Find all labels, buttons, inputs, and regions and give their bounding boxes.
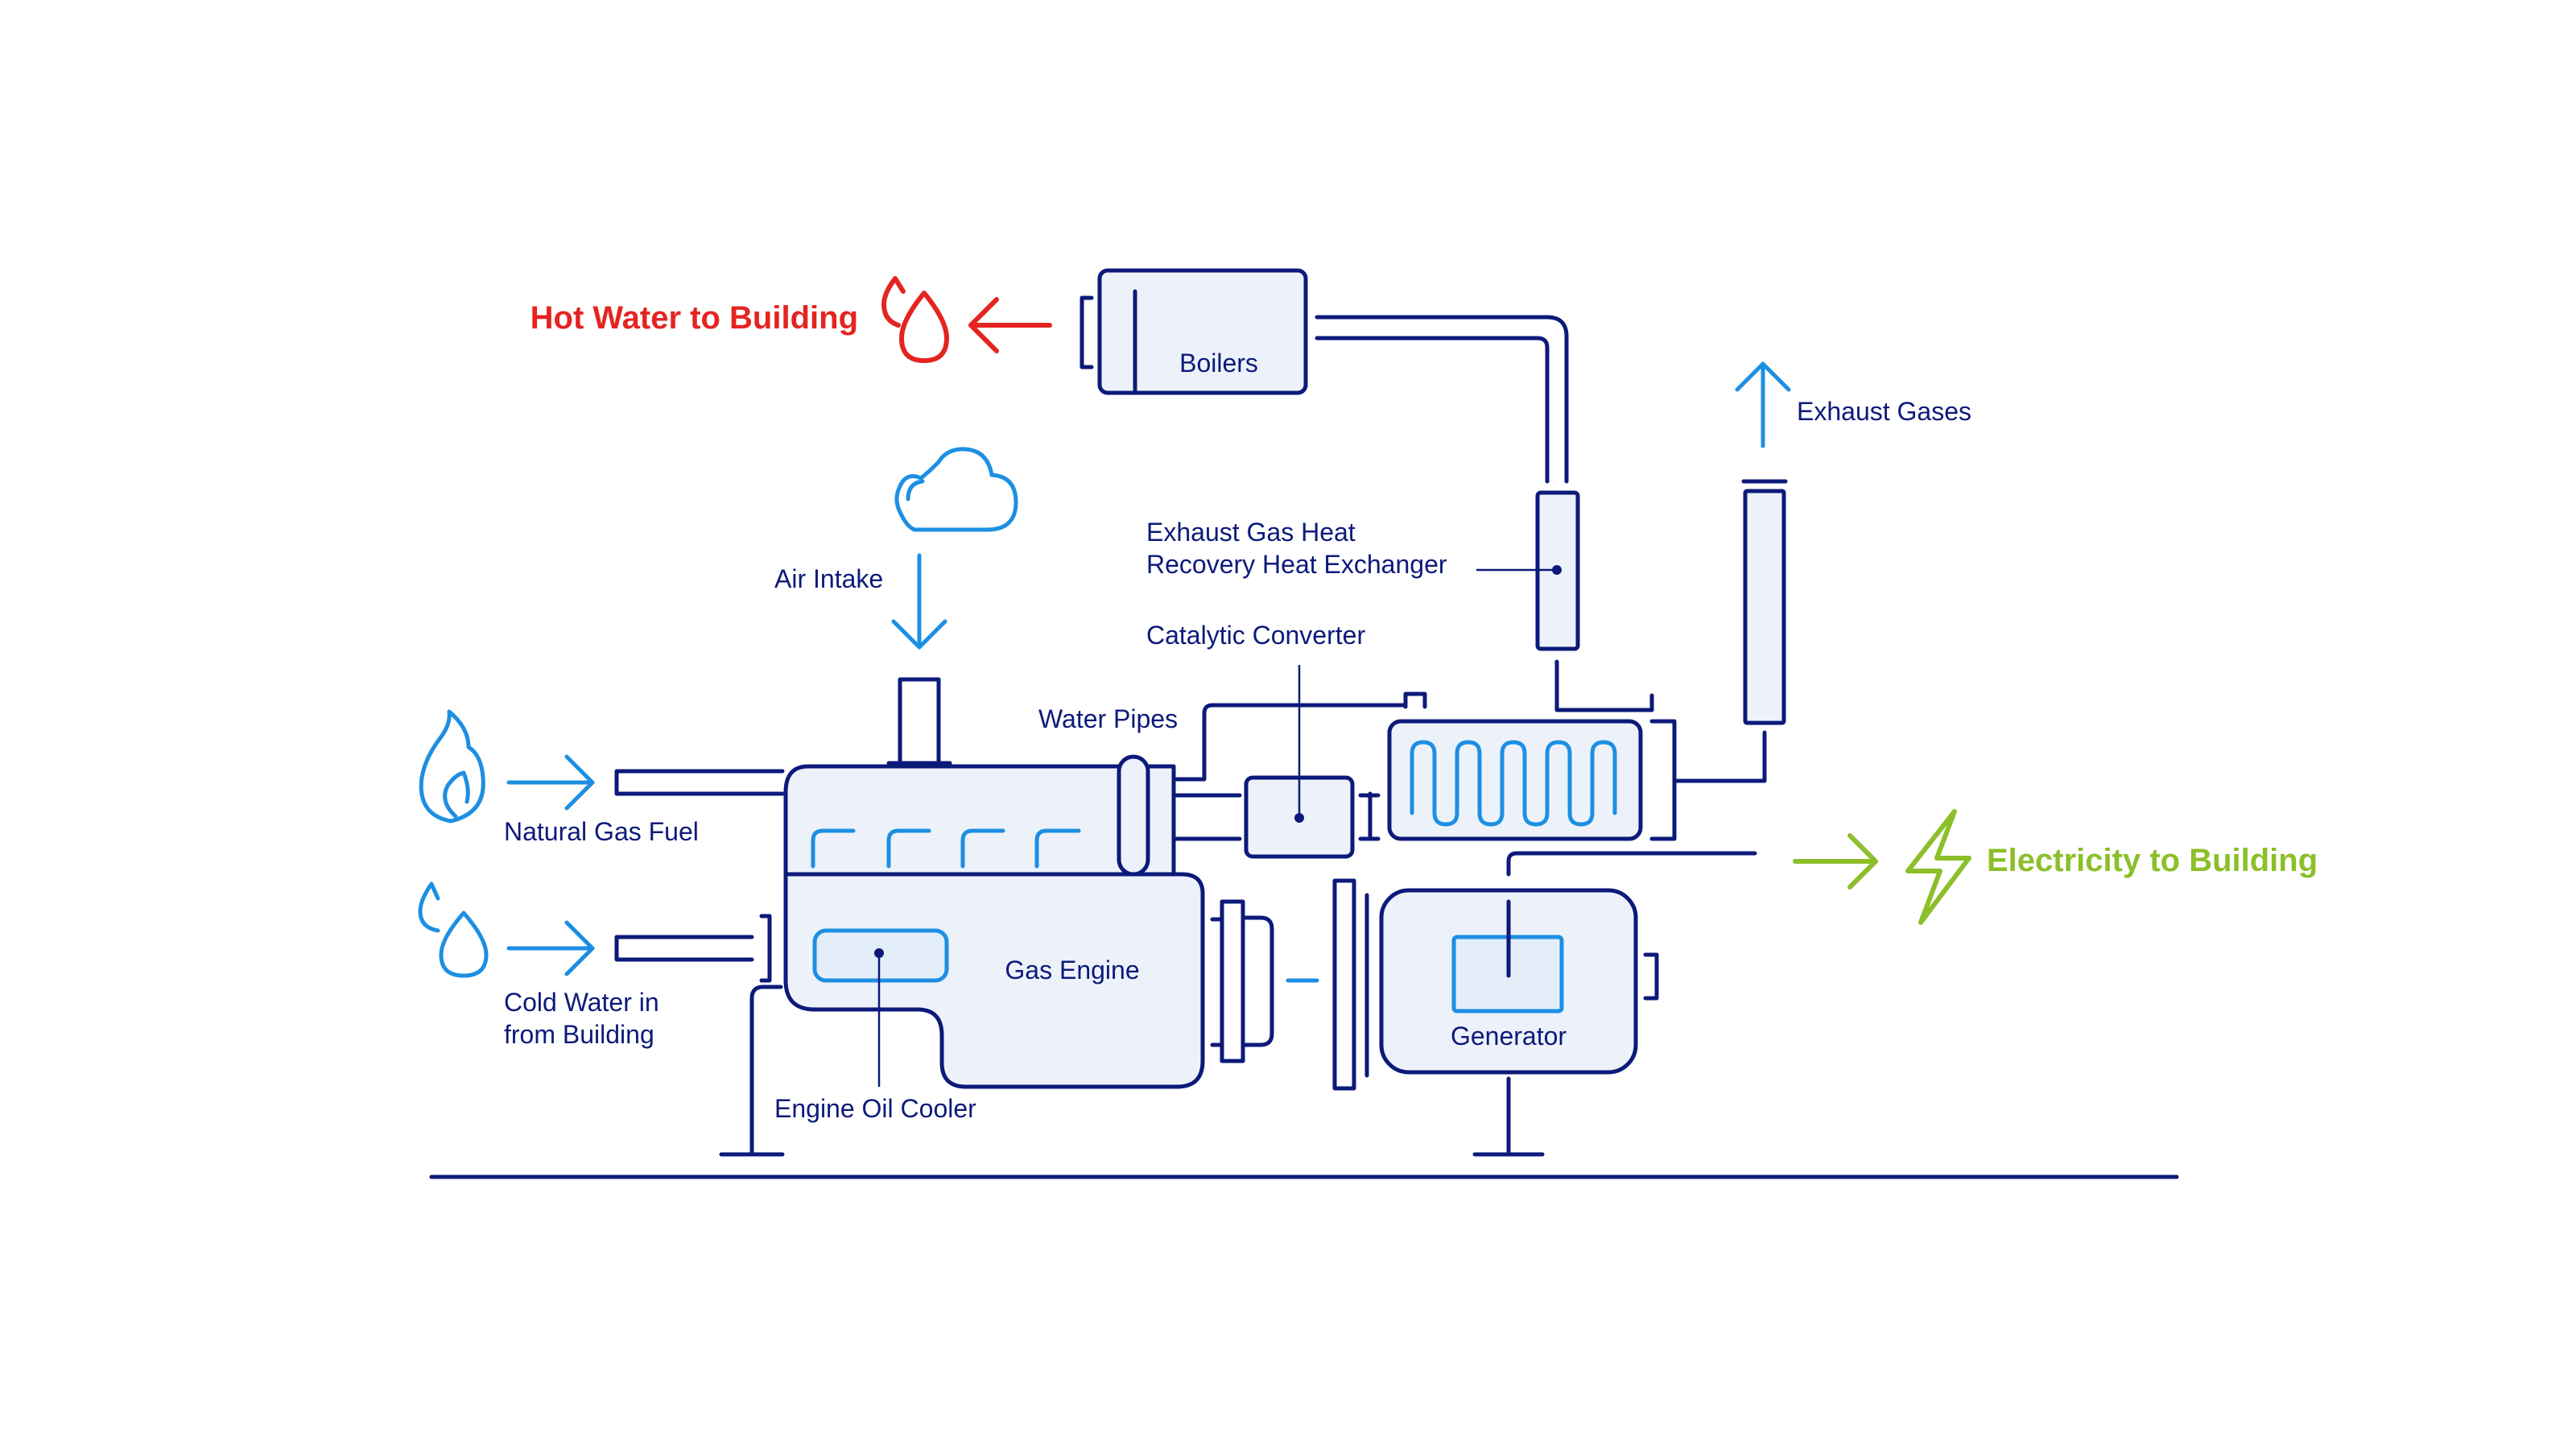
hx-return-pipe <box>1554 659 1654 712</box>
right-arrow-icon-green <box>1793 833 1878 890</box>
cold-water-pipe <box>614 914 785 1157</box>
lightning-bolt-icon <box>1905 809 1971 925</box>
boiler-pipe-inner <box>1315 336 1550 484</box>
engine-oil-cooler <box>812 928 949 1087</box>
boilers-label: Boilers <box>1179 349 1258 378</box>
catalytic-converter <box>1160 665 1381 859</box>
engine-oil-cooler-label: Engine Oil Cooler <box>774 1094 976 1123</box>
boilers: Boilers <box>1080 268 1308 395</box>
cloud-icon <box>894 447 1018 532</box>
catalytic-converter-label: Catalytic Converter <box>1146 621 1365 650</box>
cold-water-label-line1: Cold Water in <box>504 988 659 1017</box>
left-arrow-icon-red <box>968 297 1052 353</box>
air-intake-pipe <box>886 677 952 766</box>
exhaust-heat-exchanger <box>1476 490 1580 651</box>
cold-water-label-line2: from Building <box>504 1020 654 1049</box>
right-arrow-icon-2 <box>506 920 595 976</box>
water-pipes-label: Water Pipes <box>1038 704 1178 733</box>
gas-fuel-pipe <box>614 769 785 796</box>
water-pipe-top <box>1170 703 1408 782</box>
hx-label-line2: Recovery Heat Exchanger <box>1146 550 1447 579</box>
natural-gas-fuel-label: Natural Gas Fuel <box>504 817 699 846</box>
gas-engine-label: Gas Engine <box>1005 956 1139 985</box>
hot-water-label: Hot Water to Building <box>530 300 858 336</box>
up-arrow-icon <box>1735 361 1791 448</box>
water-drops-icon <box>418 881 489 978</box>
electricity-label: Electricity to Building <box>1987 843 2318 878</box>
exhaust-coil-box <box>1368 691 1677 841</box>
down-arrow-icon <box>891 553 947 650</box>
hx-label-line1: Exhaust Gas Heat <box>1146 518 1356 547</box>
flame-icon <box>419 709 485 824</box>
right-arrow-icon <box>506 754 595 811</box>
generator <box>1332 851 1757 1157</box>
generator-label: Generator <box>1451 1022 1567 1051</box>
water-drops-icon-red <box>881 276 949 363</box>
engine-coupling <box>1210 899 1319 1063</box>
exhaust-gases-label: Exhaust Gases <box>1797 397 1971 426</box>
exhaust-stack <box>1672 479 1788 783</box>
boiler-pipe <box>1315 315 1569 484</box>
gas-engine <box>783 754 1205 1089</box>
air-intake-label: Air Intake <box>774 564 883 593</box>
